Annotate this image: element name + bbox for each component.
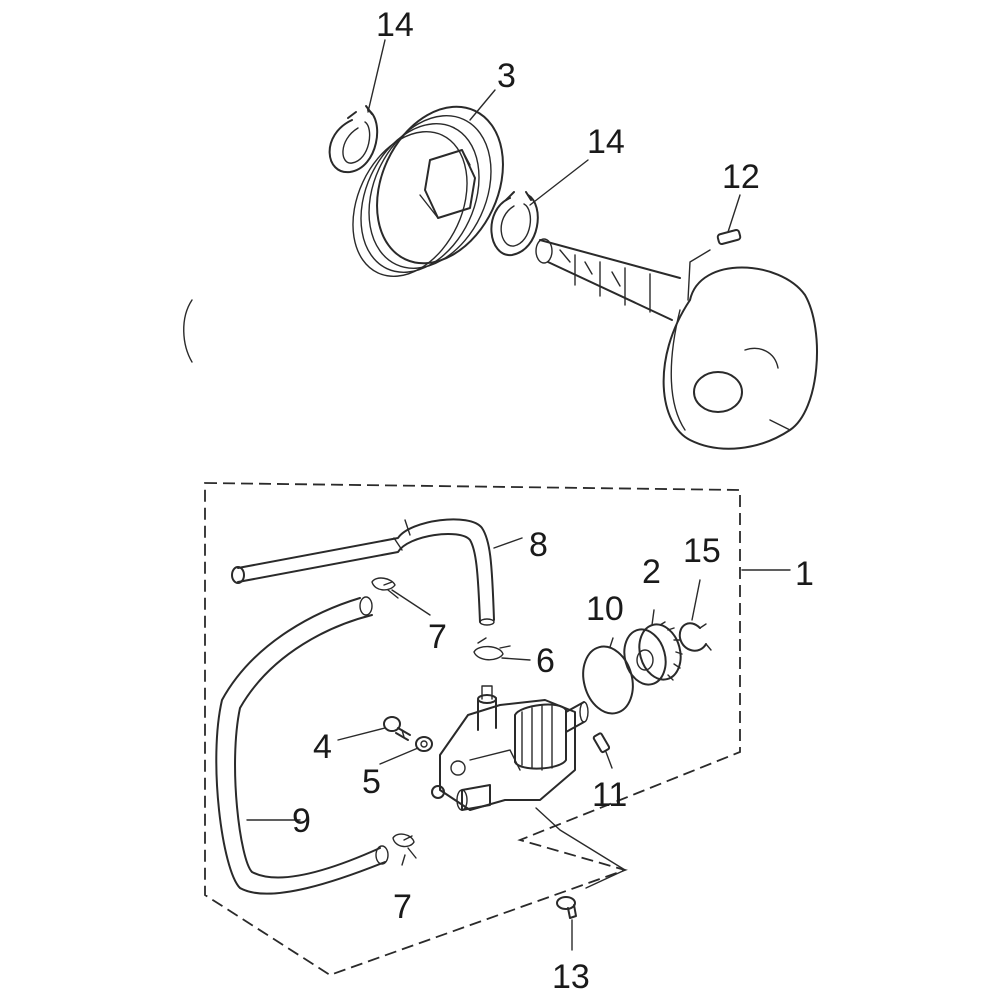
pulley-part-3: [352, 105, 504, 278]
washer-part-5: [415, 736, 433, 752]
label-15: 15: [683, 532, 721, 570]
label-9: 9: [292, 802, 311, 840]
label-14-top: 14: [376, 6, 414, 44]
drive-gear-part-2: [623, 621, 683, 686]
bolt-part-13: [556, 896, 577, 919]
hose-part-8: [231, 518, 495, 626]
circlip-part-15: [678, 622, 712, 652]
hose-clamp-part-6: [473, 637, 511, 661]
crankshaft: [535, 238, 681, 321]
label-4: 4: [313, 728, 332, 766]
label-7-upper: 7: [428, 618, 447, 656]
label-10: 10: [586, 590, 624, 628]
label-13: 13: [552, 958, 590, 996]
leader-lines: [246, 39, 791, 951]
circlip-part-14-left: [328, 105, 379, 174]
label-3: 3: [497, 57, 516, 95]
label-6: 6: [536, 642, 555, 680]
hose-part-9: [215, 596, 389, 895]
label-8: 8: [529, 526, 548, 564]
label-1: 1: [795, 555, 814, 593]
crank-web: [662, 266, 818, 450]
kit-boundary: [204, 482, 741, 976]
hose-clamp-part-7-upper: [371, 577, 399, 599]
label-11: 11: [592, 776, 627, 814]
o-ring-part-10: [582, 645, 634, 715]
hose-clamp-part-7-lower: [392, 833, 417, 859]
label-12: 12: [722, 158, 760, 196]
oil-pump-body: [431, 685, 589, 811]
label-5: 5: [362, 763, 381, 801]
woodruff-key-part-12: [716, 228, 742, 246]
pin-part-11: [592, 732, 611, 754]
edge-arc: [183, 299, 193, 363]
bolt-part-4: [383, 716, 411, 741]
label-7-lower: 7: [393, 888, 412, 926]
circlip-part-14-right: [490, 191, 539, 257]
label-14-right: 14: [587, 123, 625, 161]
label-2: 2: [642, 553, 661, 591]
